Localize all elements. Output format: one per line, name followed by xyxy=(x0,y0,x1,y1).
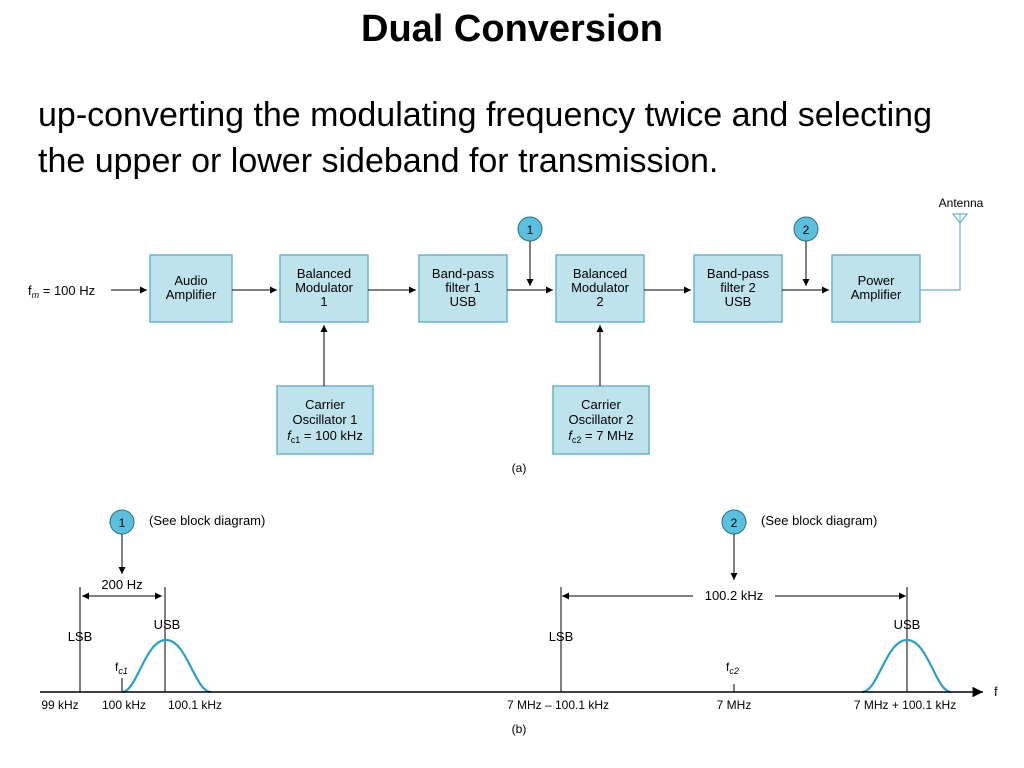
power-amplifier-block: Power Amplifier xyxy=(831,254,921,323)
carrier-oscillator-2-block: Carrier Oscillator 2 fc2 = 7 MHz xyxy=(552,385,650,455)
input-frequency-label: fm = 100 Hz xyxy=(28,283,95,300)
audio-amplifier-block: Audio Amplifier xyxy=(149,254,233,323)
svg-text:2: 2 xyxy=(731,516,738,530)
svg-text:Carrier: Carrier xyxy=(305,397,345,412)
svg-text:200 Hz: 200 Hz xyxy=(101,577,142,592)
usb-curve-2 xyxy=(861,638,952,694)
svg-text:Band-pass: Band-pass xyxy=(432,266,495,281)
svg-text:100.2 kHz: 100.2 kHz xyxy=(705,588,764,603)
spectrum-marker-1: 1 (See block diagram) xyxy=(109,509,265,574)
tick-label: 100 kHz xyxy=(102,698,146,712)
usb-curve-1 xyxy=(121,638,212,694)
bandpass-filter-1-block: Band-pass filter 1 USB xyxy=(418,254,508,323)
test-point-marker-1: 1 xyxy=(517,216,543,286)
tick-label: 100.1 kHz xyxy=(168,698,222,712)
lsb-label-1: LSB xyxy=(68,629,93,644)
axis-label-f: f xyxy=(994,684,998,699)
tick-label: 7 MHz – 100.1 kHz xyxy=(507,698,609,712)
svg-text:1: 1 xyxy=(320,294,327,309)
svg-text:USB: USB xyxy=(450,294,477,309)
antenna: Antenna xyxy=(920,196,984,291)
svg-text:Power: Power xyxy=(858,273,896,288)
usb-label-1: USB xyxy=(154,617,181,632)
usb-label-2: USB xyxy=(894,617,921,632)
svg-text:Amplifier: Amplifier xyxy=(851,287,902,302)
svg-text:Amplifier: Amplifier xyxy=(166,287,217,302)
balanced-modulator-1-block: Balanced Modulator 1 xyxy=(279,254,369,323)
svg-text:2: 2 xyxy=(803,223,810,237)
svg-text:Carrier: Carrier xyxy=(581,397,621,412)
antenna-label: Antenna xyxy=(939,196,984,210)
svg-text:1: 1 xyxy=(119,516,126,530)
tick-label: 7 MHz + 100.1 kHz xyxy=(854,698,956,712)
spectrum-marker-2: 2 (See block diagram) xyxy=(721,509,877,580)
span-200hz: 200 Hz xyxy=(82,577,162,600)
caption-b: (b) xyxy=(512,722,527,736)
svg-text:Oscillator 1: Oscillator 1 xyxy=(292,412,357,427)
svg-text:2: 2 xyxy=(596,294,603,309)
svg-text:Oscillator 2: Oscillator 2 xyxy=(568,412,633,427)
carrier-oscillator-1-block: Carrier Oscillator 1 fc1 = 100 kHz xyxy=(276,385,374,455)
balanced-modulator-2-block: Balanced Modulator 2 xyxy=(555,254,645,323)
svg-text:Band-pass: Band-pass xyxy=(707,266,770,281)
svg-text:(See block diagram): (See block diagram) xyxy=(149,513,265,528)
svg-text:1: 1 xyxy=(527,223,534,237)
tick-label: 7 MHz xyxy=(717,698,752,712)
svg-text:(See block diagram): (See block diagram) xyxy=(761,513,877,528)
lsb-label-2: LSB xyxy=(549,629,574,644)
svg-text:fc1 = 100 kHz: fc1 = 100 kHz xyxy=(287,428,363,445)
fc2-label: fc2 xyxy=(726,660,739,676)
svg-text:Balanced: Balanced xyxy=(297,266,351,281)
test-point-marker-2: 2 xyxy=(793,216,819,286)
svg-text:Modulator: Modulator xyxy=(295,280,353,295)
tick-label: 99 kHz xyxy=(41,698,78,712)
spectrum-diagram: 1 (See block diagram) 2 (See block diagr… xyxy=(40,509,998,736)
block-diagram: fm = 100 Hz Audio Amplifier Balanced Mod… xyxy=(28,196,984,475)
caption-a: (a) xyxy=(512,461,527,475)
svg-text:fc2 = 7 MHz: fc2 = 7 MHz xyxy=(568,428,634,445)
svg-text:Modulator: Modulator xyxy=(571,280,629,295)
svg-text:filter 1: filter 1 xyxy=(445,280,480,295)
fc1-label: fc1 xyxy=(115,660,128,676)
svg-text:Audio: Audio xyxy=(174,273,207,288)
span-100-2khz: 100.2 kHz xyxy=(562,586,906,604)
description-text: up-converting the modulating frequency t… xyxy=(38,96,932,180)
svg-text:USB: USB xyxy=(725,294,752,309)
bandpass-filter-2-block: Band-pass filter 2 USB xyxy=(693,254,783,323)
svg-text:filter 2: filter 2 xyxy=(720,280,755,295)
page-title: Dual Conversion xyxy=(361,8,663,50)
svg-text:Balanced: Balanced xyxy=(573,266,627,281)
